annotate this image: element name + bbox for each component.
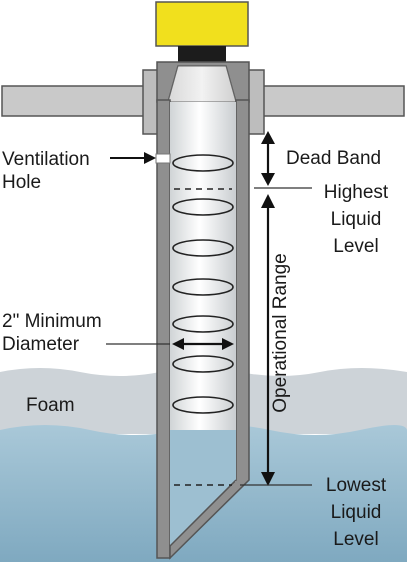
dead-band-label: Dead Band <box>286 148 382 169</box>
lowest-level-label-line1: Lowest <box>325 475 387 496</box>
operational-range-arrow <box>261 194 275 486</box>
highest-level-label-line3: Level <box>333 236 379 257</box>
pipe-bevel-edge <box>169 479 237 547</box>
ventilation-hole <box>155 153 171 164</box>
echo-ring <box>172 239 234 257</box>
highest-level-label-line2: Liquid <box>330 209 382 230</box>
min-diameter-label-line2: Diameter <box>2 334 80 355</box>
echo-ring <box>172 396 234 414</box>
min-diameter-label-line1: 2" Minimum <box>2 311 102 332</box>
ventilation-label-line1: Ventilation <box>2 149 90 170</box>
echo-ring <box>172 154 234 172</box>
pipe-cone-inner <box>167 65 237 103</box>
echo-ring <box>172 198 234 216</box>
pipe-liquid <box>170 430 236 546</box>
sensor-neck <box>178 46 226 66</box>
echo-rings <box>172 154 234 414</box>
dead-band-arrow <box>261 131 275 186</box>
ventilation-label-line2: Hole <box>2 172 42 193</box>
highest-level-label-line1: Highest <box>323 182 389 203</box>
pipe-wall-left <box>156 99 171 559</box>
foam-label: Foam <box>26 395 75 416</box>
sensor-head <box>155 1 249 47</box>
echo-ring <box>172 278 234 296</box>
lowest-level-label-line3: Level <box>333 529 379 550</box>
echo-ring <box>172 355 234 373</box>
lowest-level-label-line2: Liquid <box>330 502 382 523</box>
operational-range-label: Operational Range <box>270 253 291 413</box>
ventilation-arrow <box>110 152 156 164</box>
diameter-arrow <box>172 338 234 350</box>
echo-ring <box>172 315 234 333</box>
